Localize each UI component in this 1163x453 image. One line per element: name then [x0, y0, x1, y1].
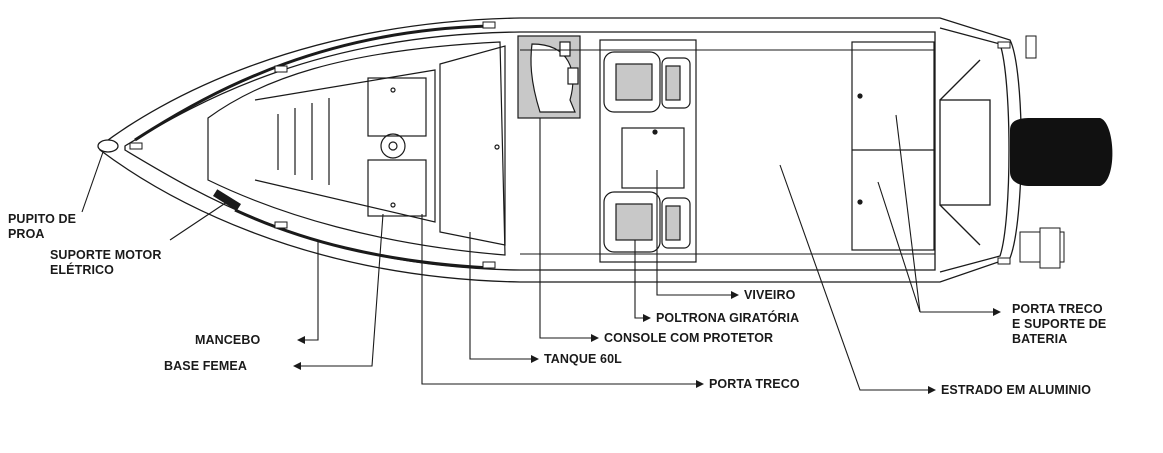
bow-cap	[97, 139, 119, 153]
leader-lines	[81, 114, 1001, 394]
label-console-com-protetor: CONSOLE COM PROTETOR	[604, 331, 774, 345]
label-viveiro: VIVEIRO	[744, 288, 796, 302]
label-estrado-em-aluminio: ESTRADO EM ALUMINIO	[941, 383, 1092, 397]
rail-bottom	[234, 208, 491, 270]
aluminium-floor	[520, 49, 935, 255]
rail-clips	[129, 21, 1011, 269]
seat-top	[603, 51, 691, 113]
label-porta-treco: PORTA TRECO	[709, 377, 800, 391]
seat-area	[599, 39, 697, 263]
stern-fittings	[1019, 35, 1065, 269]
seat-bottom	[603, 191, 691, 253]
stern-storage	[851, 41, 935, 251]
rail-top	[134, 24, 491, 142]
console	[517, 35, 581, 119]
label-porta-treco-bateria: PORTA TRECO E SUPORTE DE BATERIA	[1012, 302, 1107, 346]
label-suporte-motor-eletrico: SUPORTE MOTOR ELÉTRICO	[50, 248, 162, 277]
label-base-femea: BASE FEMEA	[164, 359, 247, 373]
label-pupito-de-proa: PUPITO DE PROA	[8, 212, 77, 241]
outboard-engine-icon	[1010, 118, 1113, 186]
forward-deck	[207, 41, 506, 256]
electric-motor-support	[213, 189, 241, 211]
label-mancebo: MANCEBO	[195, 333, 261, 347]
label-poltrona-giratoria: POLTRONA GIRATÓRIA	[656, 311, 800, 325]
label-tanque-60l: TANQUE 60L	[544, 352, 622, 366]
